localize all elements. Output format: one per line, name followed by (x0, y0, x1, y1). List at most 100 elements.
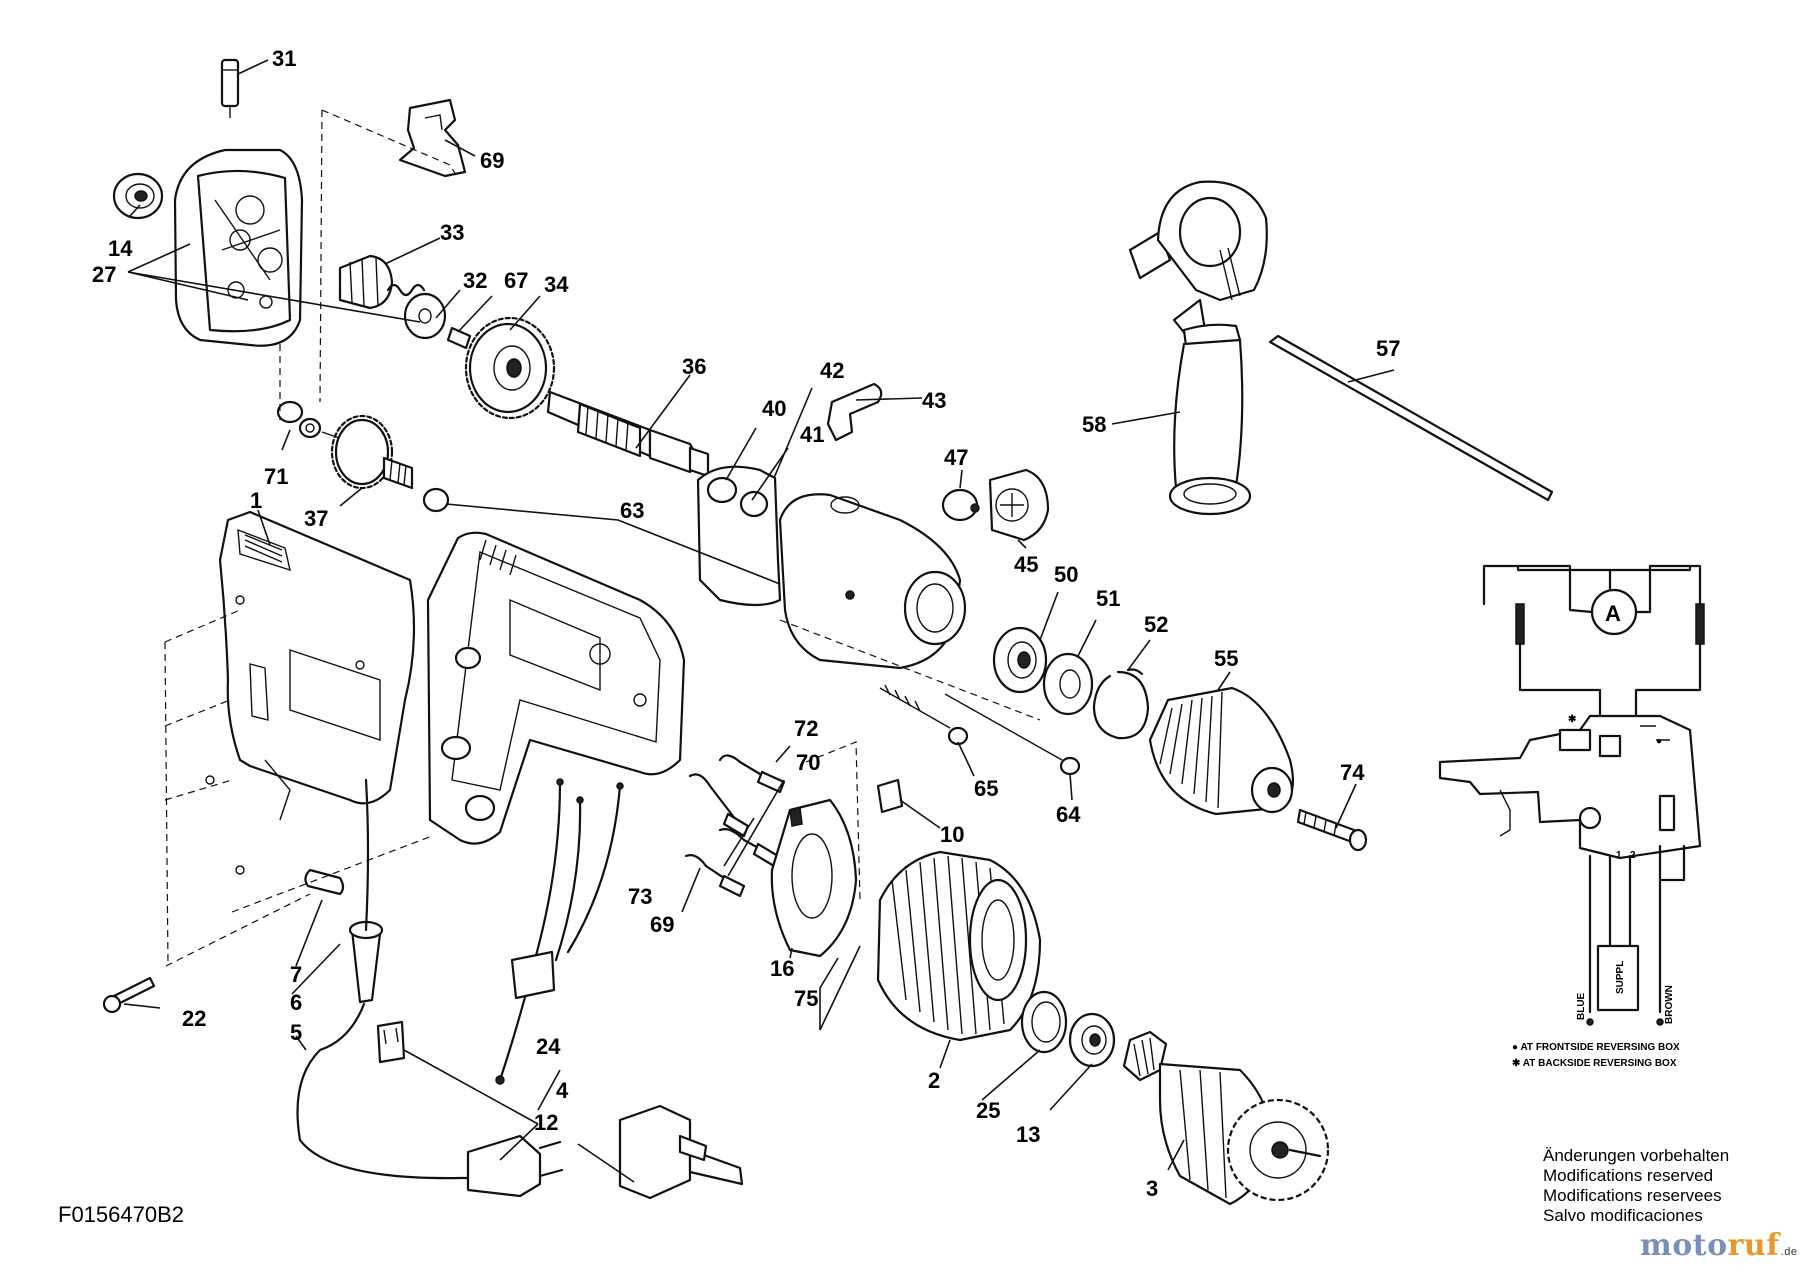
label-75: 75 (794, 986, 818, 1011)
label-69: 69 (650, 912, 674, 937)
label-7: 7 (290, 962, 302, 987)
label-34: 34 (544, 272, 569, 297)
part-7-clamp (304, 868, 345, 896)
label-51: 51 (1096, 586, 1120, 611)
label-31: 31 (272, 46, 296, 71)
label-24: 24 (536, 1034, 561, 1059)
part-58-aux-handle (1128, 180, 1268, 516)
label-42: 42 (820, 358, 844, 383)
part-32-washer (403, 292, 447, 340)
legend-front: ● AT FRONTSIDE REVERSING BOX (1512, 1042, 1680, 1053)
label-65: 65 (974, 776, 998, 801)
part-69-brush (684, 854, 746, 898)
label-16: 16 (770, 956, 794, 981)
label-47: 47 (944, 445, 968, 470)
label-74: 74 (1340, 760, 1365, 785)
part-13-bearing (1068, 1012, 1116, 1068)
part-68-clip (398, 98, 467, 178)
label-72: 72 (794, 716, 818, 741)
part-64-screw (944, 693, 1081, 776)
part-10-block (876, 778, 904, 814)
brand-part2: ruf (1727, 1228, 1780, 1263)
brand-logo[interactable]: motoruf.de (1640, 1228, 1797, 1263)
marker-back: ● (1656, 736, 1662, 747)
label-10: 10 (940, 822, 964, 847)
part-65-screw (879, 684, 969, 746)
supply-label: SUPPL (1615, 961, 1626, 994)
label-45: 45 (1014, 552, 1038, 577)
label-3: 3 (1146, 1176, 1158, 1201)
label-71: 73 (628, 884, 652, 909)
part-37-gear (321, 414, 450, 513)
part-42-gasket (696, 465, 782, 607)
part-4-switch (618, 1104, 744, 1200)
brand-tld: .de (1780, 1246, 1798, 1258)
part-2-stator (876, 850, 1042, 1042)
note-fr: Modifications reservees (1543, 1186, 1722, 1205)
part-33-coupling (338, 254, 426, 310)
wire-blue-label: BLUE (1576, 992, 1587, 1020)
part-71-brush (688, 773, 750, 838)
note-es: Salvo modificaciones (1543, 1206, 1703, 1225)
part-40-ring (706, 476, 738, 504)
label-5: 5 (290, 1020, 302, 1045)
part-12-plug (376, 1020, 564, 1198)
part-36-spindle (546, 390, 710, 478)
label-43: 43 (922, 388, 946, 413)
part-73-washer (276, 400, 322, 439)
part-45-selector (970, 468, 1050, 542)
part-52-circlip (1092, 668, 1150, 740)
part-67-pin (446, 326, 472, 350)
label-22: 22 (182, 1006, 206, 1031)
label-67: 67 (504, 268, 528, 293)
label-50: 50 (1054, 562, 1078, 587)
part-63-housing (778, 493, 967, 670)
part-22-screw (102, 976, 156, 1014)
part-16-brush-holder (770, 798, 858, 958)
label-58: 58 (1082, 412, 1106, 437)
part-5-cable (296, 1002, 472, 1180)
part-6-strain-relief (348, 778, 384, 1004)
marker-front: ✱ (1568, 714, 1577, 725)
part-57-depth-rod (1268, 334, 1554, 502)
part-34-gear (464, 316, 556, 420)
label-52: 52 (1144, 612, 1168, 637)
label-57: 57 (1376, 336, 1400, 361)
label-40: 40 (762, 396, 786, 421)
wiring-schematic: A ✱ ● 1 2 SUPPL BLUE BROWN ● AT FRONTSID… (1438, 564, 1705, 1069)
part-25-ring (1020, 990, 1068, 1054)
label-36: 36 (682, 354, 706, 379)
part-3-armature (1122, 1030, 1330, 1206)
part-70-brush (718, 828, 780, 868)
terminal-1: 1 (1616, 850, 1622, 861)
label-2: 2 (928, 1068, 940, 1093)
label-41: 41 (800, 422, 824, 447)
label-64: 64 (1056, 802, 1081, 827)
part-43-knob (826, 382, 883, 442)
label-70: 70 (796, 750, 820, 775)
part-50-bearing (992, 626, 1048, 694)
terminal-2: 2 (1630, 850, 1636, 861)
part-41-ring (739, 490, 769, 518)
label-1: 1 (250, 488, 262, 513)
document-code: F0156470B2 (58, 1202, 184, 1227)
label-32: 32 (463, 268, 487, 293)
brand-part1: moto (1640, 1228, 1728, 1263)
label-14: 14 (108, 236, 133, 261)
part-72-brush (718, 754, 786, 794)
part-1-housing-right (426, 531, 686, 845)
leader-lines (123, 59, 1395, 1183)
label-68: 69 (480, 148, 504, 173)
part-number-labels: 31 69 14 27 33 32 67 34 36 42 43 40 41 4… (92, 46, 1400, 1201)
part-74-screw (1296, 808, 1368, 852)
label-6: 6 (290, 990, 302, 1015)
modification-notes: Änderungen vorbehalten Modifications res… (1543, 1146, 1729, 1226)
label-55: 55 (1214, 646, 1238, 671)
note-en: Modifications reserved (1543, 1166, 1714, 1185)
wire-brown-label: BROWN (1664, 985, 1675, 1024)
label-37: 37 (304, 506, 328, 531)
part-27-gear-cover (173, 148, 304, 347)
label-25: 25 (976, 1098, 1000, 1123)
label-12: 12 (534, 1110, 558, 1135)
